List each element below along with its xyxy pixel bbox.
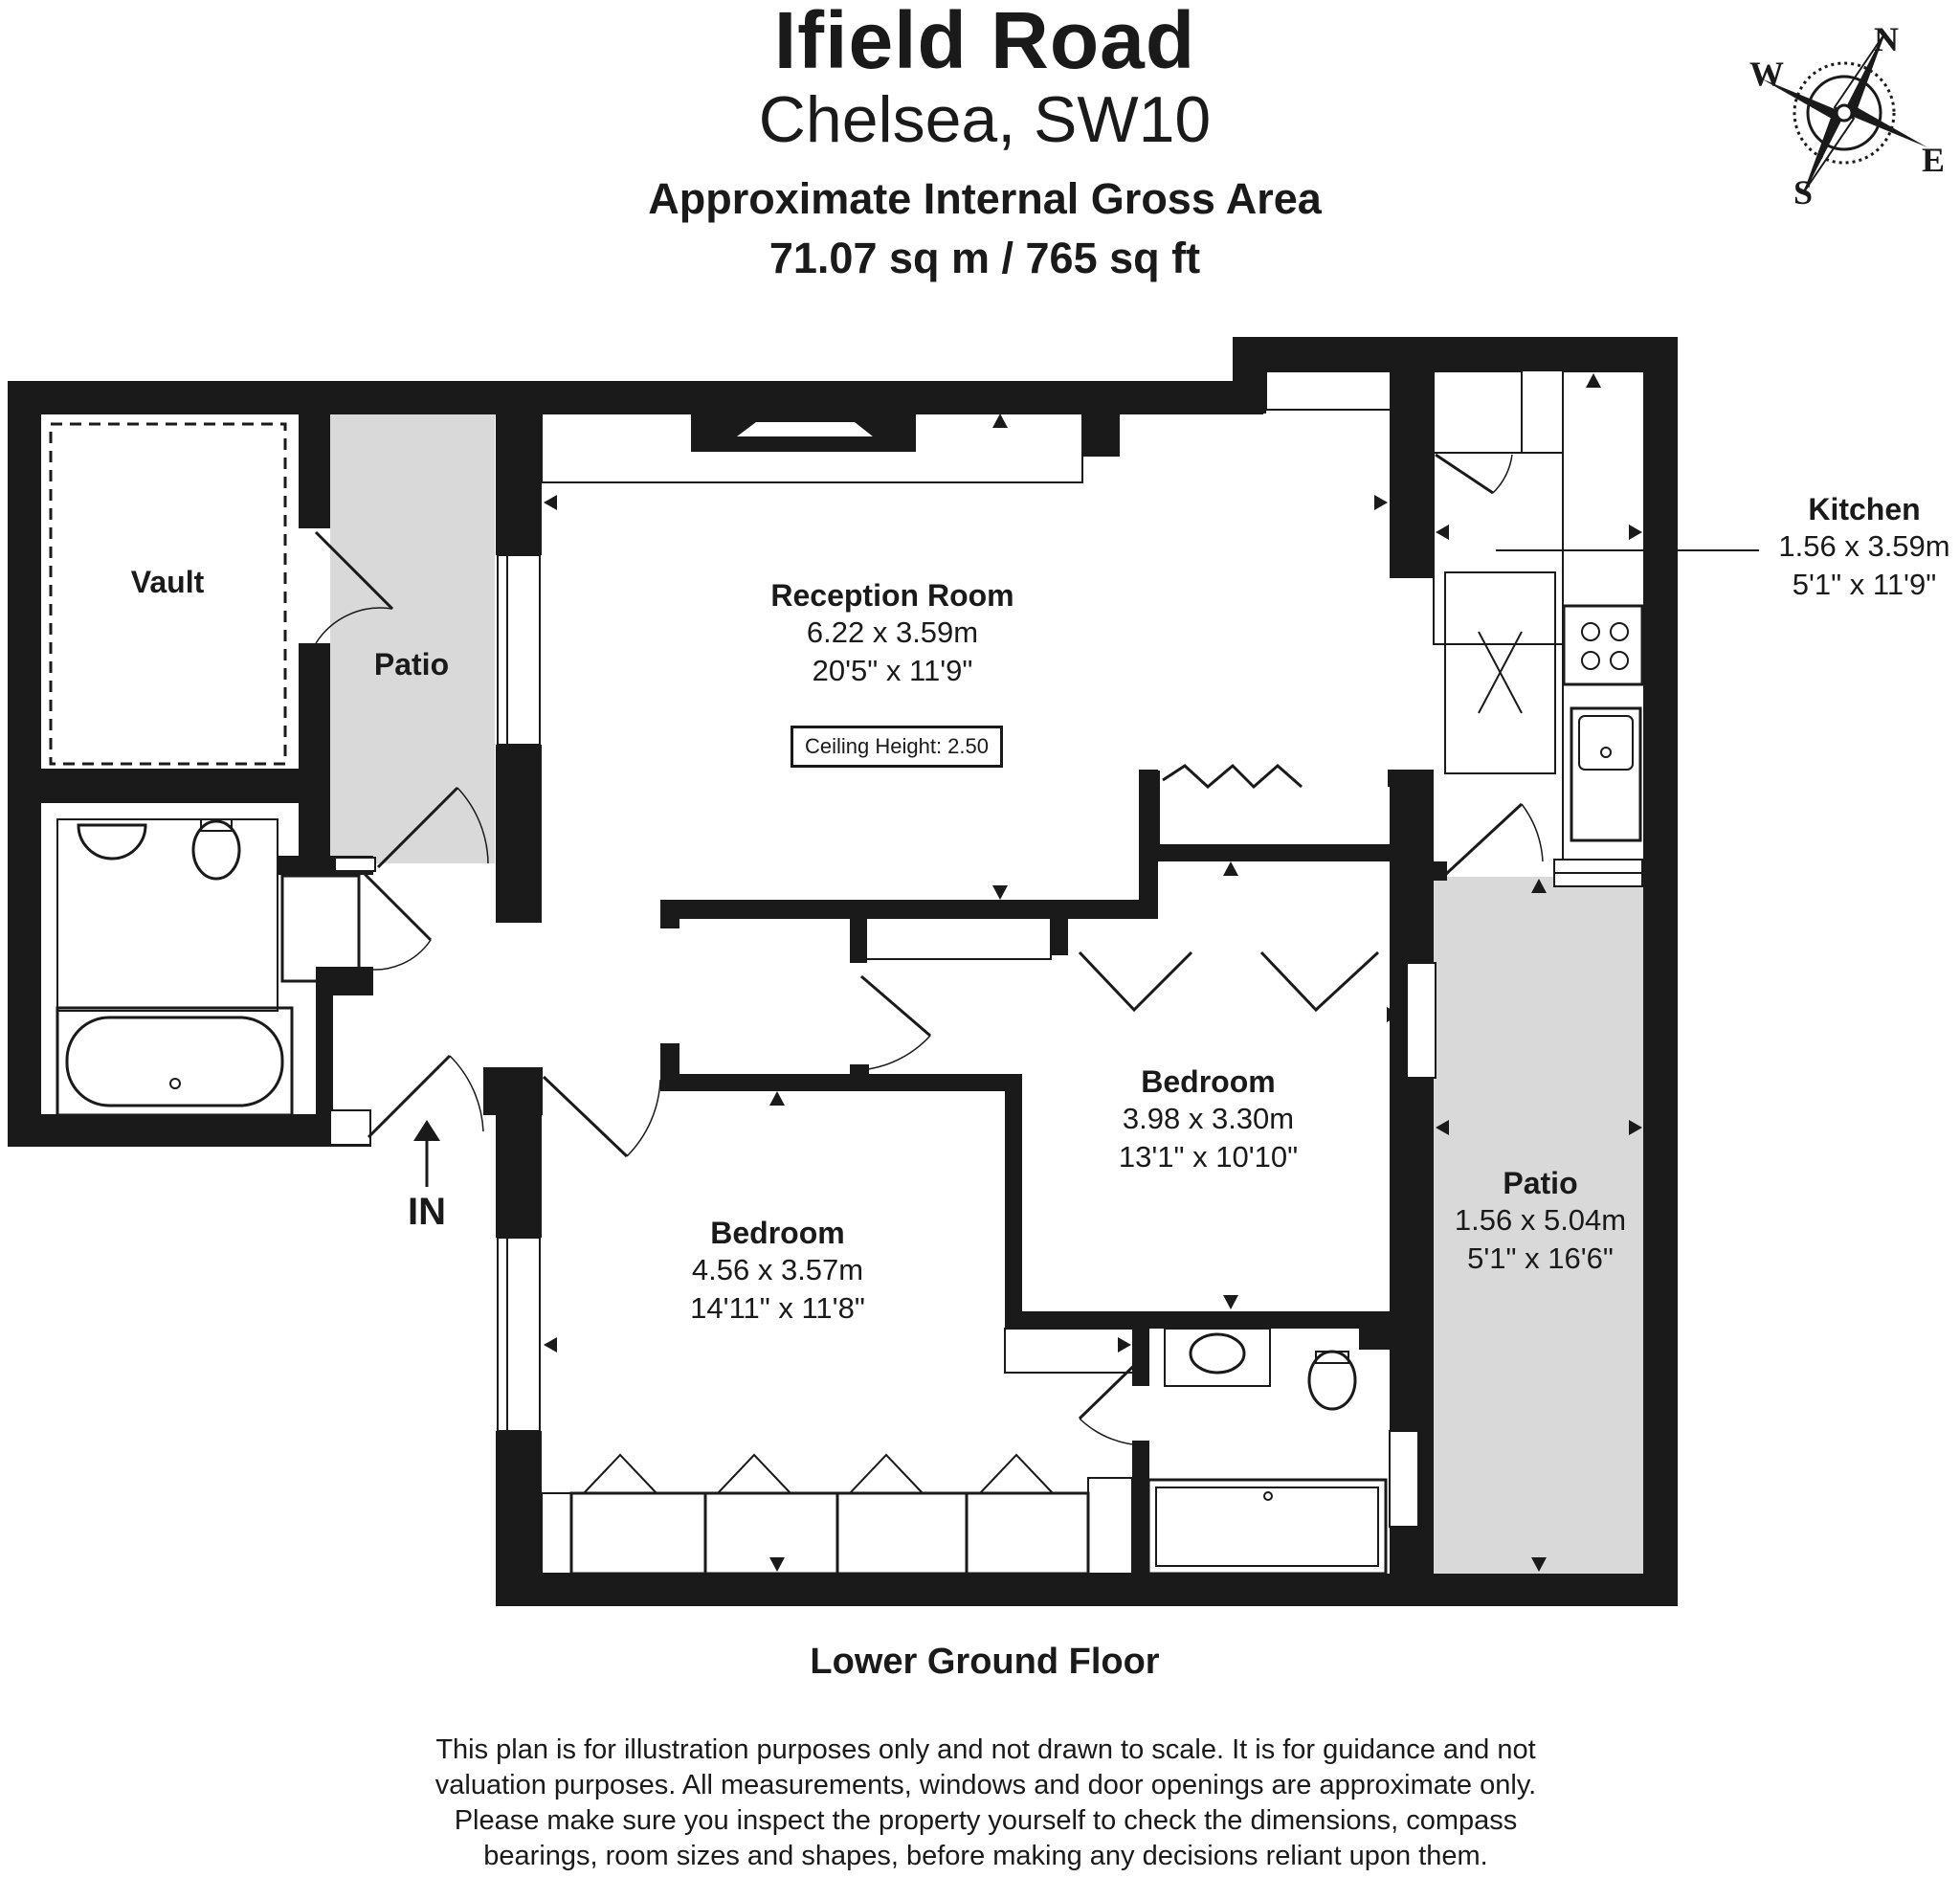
- wall: [1359, 1329, 1392, 1350]
- area-value: 71.07 sq m / 765 sq ft: [768, 234, 1201, 282]
- shower-tray: [1147, 1478, 1388, 1576]
- room-bedroom-right: Bedroom 3.98 x 3.30m 13'1" x 10'10": [1081, 1064, 1335, 1176]
- wall: [1390, 371, 1434, 578]
- entrance-arrow-icon: [413, 1120, 440, 1141]
- room-imperial-reception: 20'5" x 11'9": [812, 654, 973, 687]
- entrance-label: IN: [408, 1191, 446, 1233]
- disclaimer-line: valuation purposes. All measurements, wi…: [434, 1770, 1537, 1800]
- wall: [1388, 770, 1434, 787]
- room-label-patio-right: Patio: [1503, 1166, 1578, 1200]
- compass-south-label: S: [1793, 173, 1814, 212]
- wall: [316, 967, 333, 1129]
- patio-right-fill: [1434, 877, 1646, 1574]
- area-label: Approximate Internal Gross Area: [648, 174, 1322, 223]
- disclaimer-line: bearings, room sizes and shapes, before …: [483, 1841, 1488, 1871]
- floor-name: Lower Ground Floor: [810, 1642, 1160, 1682]
- room-label-reception: Reception Room: [770, 578, 1014, 613]
- room-imperial-bedroom-right: 13'1" x 10'10": [1118, 1140, 1299, 1174]
- room-label-bedroom-left: Bedroom: [710, 1216, 845, 1250]
- room-metric-bedroom-left: 4.56 x 3.57m: [691, 1253, 864, 1286]
- compass-east-label: E: [1922, 141, 1946, 179]
- wall: [496, 1431, 542, 1606]
- ensuite-basin: [1189, 1332, 1246, 1375]
- hob: [1562, 604, 1644, 686]
- wall: [1390, 770, 1434, 951]
- window: [1406, 962, 1437, 1079]
- room-reception: Reception Room 6.22 x 3.59m 20'5" x 11'9…: [727, 578, 1058, 690]
- wall: [1081, 414, 1120, 457]
- wall: [1139, 844, 1392, 861]
- wall: [1390, 861, 1447, 881]
- vault-outline: [49, 422, 287, 766]
- wall: [1233, 337, 1678, 371]
- room-metric-patio-right: 1.56 x 5.04m: [1454, 1203, 1627, 1237]
- wall: [496, 414, 542, 555]
- bath-tub: [56, 1006, 294, 1117]
- wall: [483, 1067, 543, 1115]
- property-title: Ifield Road: [773, 0, 1196, 85]
- room-patio-right: Patio 1.56 x 5.04m 5'1" x 16'6": [1437, 1166, 1643, 1278]
- wall: [1643, 337, 1678, 1606]
- wall: [660, 900, 679, 928]
- kitchen-sink: [1570, 706, 1642, 842]
- wall: [1005, 1311, 1392, 1329]
- room-imperial-kitchen: 5'1" x 11'9": [1792, 568, 1937, 601]
- wall: [1005, 1074, 1022, 1313]
- room-metric-reception: 6.22 x 3.59m: [806, 615, 979, 649]
- room-bedroom-left: Bedroom 4.56 x 3.57m 14'11" x 11'8": [651, 1216, 904, 1328]
- room-metric-kitchen: 1.56 x 3.59m: [1778, 529, 1950, 563]
- disclaimer-line: This plan is for illustration purposes o…: [435, 1734, 1536, 1765]
- wall: [496, 1574, 1678, 1606]
- wall: [1233, 337, 1266, 414]
- window: [497, 1237, 541, 1432]
- room-label-patio-left: Patio: [373, 647, 450, 682]
- patio-left-fill: [330, 414, 495, 863]
- wall: [1132, 1441, 1149, 1575]
- wall: [299, 643, 330, 873]
- wall: [8, 381, 41, 1147]
- wall: [660, 1043, 679, 1080]
- toilet: [191, 819, 241, 881]
- property-location: Chelsea, SW10: [758, 83, 1212, 156]
- compass-icon: N W E S: [1742, 19, 1952, 212]
- room-imperial-patio-right: 5'1" x 16'6": [1467, 1241, 1614, 1275]
- wall: [850, 917, 867, 963]
- wall: [8, 381, 1263, 414]
- window: [497, 554, 541, 746]
- room-label-kitchen: Kitchen: [1808, 492, 1921, 526]
- wall: [299, 414, 330, 528]
- wall: [1051, 917, 1068, 955]
- room-metric-bedroom-right: 3.98 x 3.30m: [1122, 1102, 1295, 1135]
- room-imperial-bedroom-left: 14'11" x 11'8": [690, 1291, 865, 1325]
- room-kitchen: Kitchen 1.56 x 3.59m 5'1" x 11'9": [1759, 492, 1960, 604]
- disclaimer-line: Please make sure you inspect the propert…: [454, 1805, 1518, 1836]
- wall: [41, 769, 300, 803]
- compass-north-label: N: [1874, 20, 1899, 58]
- wall: [8, 1114, 371, 1147]
- disclaimer: This plan is for illustration purposes o…: [364, 1733, 1608, 1874]
- wall: [660, 900, 1158, 919]
- wall: [496, 745, 542, 923]
- compass-rose-icon: [1761, 32, 1927, 194]
- ceiling-height-label: Ceiling Height: 2.50: [791, 726, 1003, 768]
- wall: [660, 1074, 1022, 1091]
- window: [1389, 1430, 1419, 1528]
- room-label-bedroom-right: Bedroom: [1141, 1064, 1276, 1099]
- compass-west-label: W: [1749, 55, 1784, 93]
- basin: [77, 823, 147, 861]
- room-label-vault: Vault: [130, 565, 205, 599]
